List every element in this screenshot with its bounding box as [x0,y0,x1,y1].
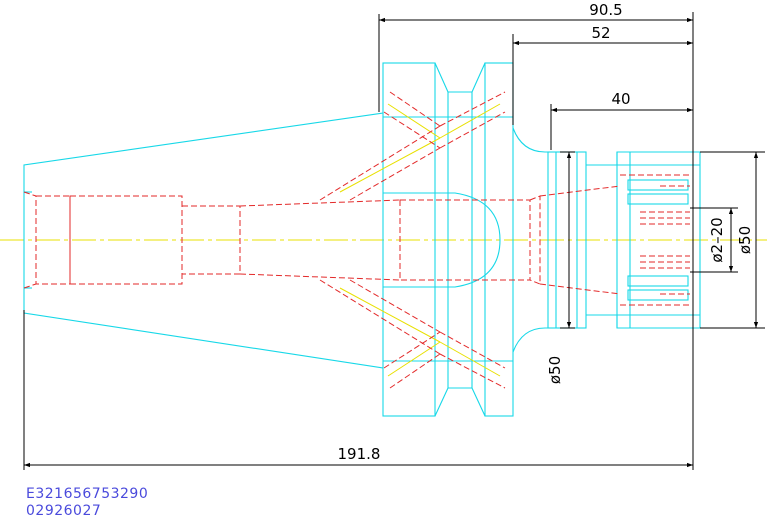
part-code-line-1: E321656753290 [26,486,149,502]
dimensions [23,12,765,470]
dim-text-40: 40 [611,90,630,108]
dim-text-52: 52 [591,24,610,42]
dim-text-90-5: 90.5 [589,1,622,19]
thread-lines [339,103,501,377]
taper-shank [23,112,384,369]
tool-outline [23,62,701,417]
hidden-lines [23,91,690,389]
part-code-line-2: 02926027 [26,503,102,519]
flange-plate-left [382,62,436,417]
dim-text-flange-dia: ø50 [546,356,564,384]
dim-text-191-8: 191.8 [338,445,381,463]
dim-text-nut-dia: ø50 [736,226,754,254]
flange-plate-right [484,62,514,417]
dim-text-clamp-range: ø2–20 [708,217,726,262]
